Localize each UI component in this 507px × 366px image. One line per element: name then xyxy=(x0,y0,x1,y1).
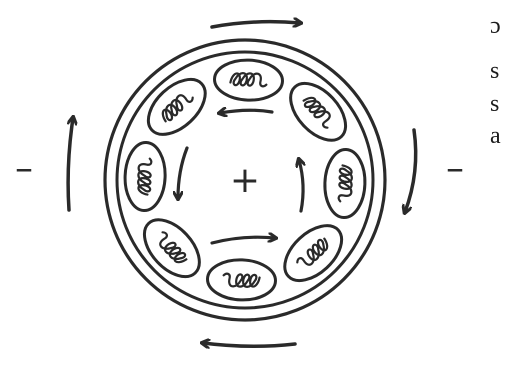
cropped-text-line-1: ɔ xyxy=(490,13,501,39)
coil-loop xyxy=(214,59,283,101)
cropped-text-line-2: s xyxy=(490,58,499,84)
inner-arrow-right xyxy=(299,160,303,211)
coil-spring xyxy=(302,94,336,129)
coil-spring xyxy=(230,73,266,87)
coil-spring xyxy=(339,165,353,201)
cropped-text-line-3: s xyxy=(490,91,499,117)
coil-loop xyxy=(124,142,166,211)
coil-loop xyxy=(207,259,276,301)
inner-arrow-left xyxy=(178,148,187,198)
outer-arrow-top xyxy=(212,22,300,27)
cropped-text-line-4: a xyxy=(490,123,501,149)
coil-spring xyxy=(155,231,189,266)
coil-spring xyxy=(223,274,259,288)
coil-loop xyxy=(324,149,366,218)
outer-arrow-bottom xyxy=(203,343,295,346)
coil-spring xyxy=(296,237,331,271)
inner-arrow-top xyxy=(220,110,272,113)
center-plus-sign: + xyxy=(230,160,260,201)
left-minus-sign: – xyxy=(15,148,33,189)
right-minus-sign: – xyxy=(446,148,464,189)
coil-spring xyxy=(159,90,194,124)
coil-loop xyxy=(275,215,352,291)
coil-loop xyxy=(134,210,210,287)
coil-loop xyxy=(280,73,356,150)
coil-loop xyxy=(138,69,215,145)
outer-arrow-right xyxy=(405,130,416,212)
coil-spring xyxy=(138,158,152,194)
outer-arrow-left xyxy=(68,118,73,210)
inner-arrow-bottom xyxy=(212,237,275,243)
